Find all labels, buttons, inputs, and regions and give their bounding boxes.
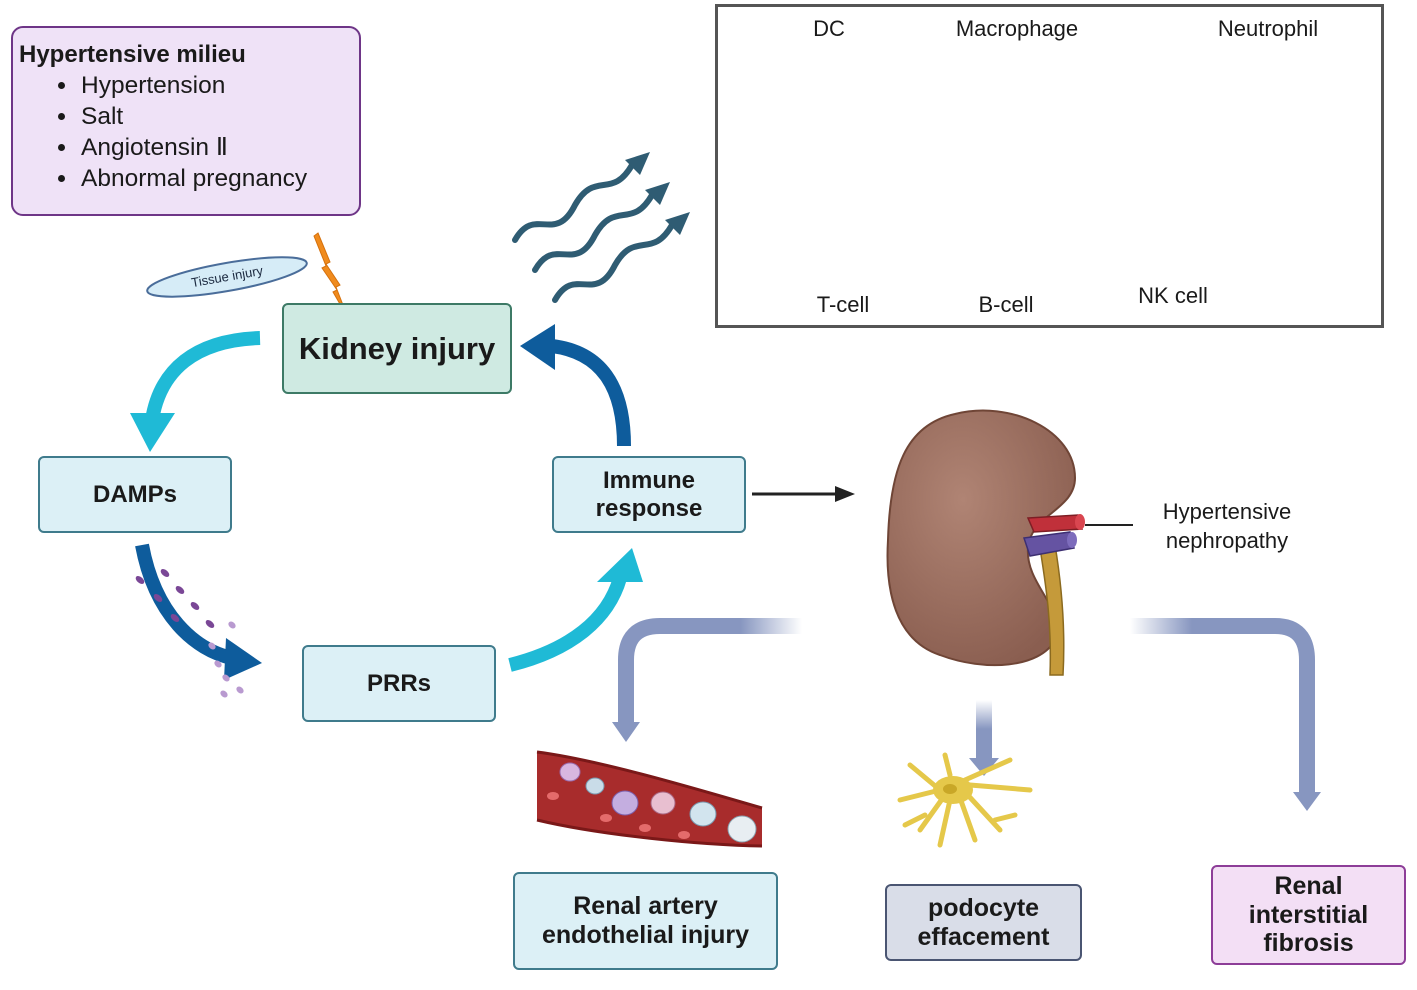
podocyte-line-1: podocyte [927, 893, 1040, 922]
blood-vessel-icon [536, 750, 763, 848]
interstitial-fibrosis-box: Renal interstitial fibrosis [1211, 865, 1406, 965]
arrow-kidney-to-damps-head [130, 413, 175, 452]
neutrophil-label: Neutrophil [1217, 16, 1319, 41]
arrow-to-podocyte-head [969, 758, 999, 776]
damps-label: DAMPs [92, 480, 177, 508]
immune-response-line-1: Immune [602, 466, 695, 494]
arrow-to-fibrosis-head [1293, 792, 1321, 811]
arrow-to-fibrosis [1130, 618, 1315, 792]
arrow-immune-to-nephropathy-head [835, 486, 855, 502]
fibrosis-line-3: fibrosis [1263, 929, 1354, 958]
cytokine-waves-icon [512, 162, 675, 303]
t-cell-label: T-cell [816, 292, 870, 317]
immune-cells-panel [715, 4, 1384, 328]
fibrosis-line-2: interstitial [1248, 900, 1369, 929]
arrow-kidney-to-damps [145, 331, 261, 422]
b-cell-label: B-cell [978, 292, 1034, 317]
immune-response-line-2: response [595, 494, 703, 522]
arrow-damps-to-prrs [135, 543, 234, 665]
milieu-item: Angiotensin Ⅱ [79, 132, 359, 163]
arrow-to-renal-artery [618, 618, 802, 722]
arrow-prrs-to-immune [508, 575, 627, 672]
prrs-box: PRRs [302, 645, 496, 722]
nephropathy-line-2: nephropathy [1165, 527, 1289, 553]
podocyte-icon [897, 752, 1033, 848]
arrow-to-renal-artery-head [612, 722, 640, 742]
dc-label: DC [813, 16, 845, 41]
damps-box: DAMPs [38, 456, 232, 533]
kidney-injury-label: Kidney injury [298, 330, 496, 366]
fibrosis-line-1: Renal [1274, 871, 1343, 900]
immune-response-box: Immune response [552, 456, 746, 533]
arrow-immune-to-kidney-head [520, 324, 555, 370]
hypertensive-nephropathy-label: Hypertensive nephropathy [1137, 498, 1317, 555]
renal-artery-line-2: endothelial injury [542, 921, 749, 949]
milieu-item: Hypertension [79, 70, 359, 101]
tissue-injury-ellipse [146, 256, 308, 298]
prrs-label: PRRs [366, 669, 432, 697]
renal-artery-line-1: Renal artery [573, 892, 718, 921]
kidney-icon [886, 409, 1133, 676]
milieu-item: Abnormal pregnancy [79, 163, 359, 194]
milieu-list: Hypertension Salt Angiotensin Ⅱ Abnormal… [19, 70, 359, 194]
nk-cell-label: NK cell [1138, 283, 1208, 308]
kidney-injury-box: Kidney injury [282, 303, 512, 394]
nephropathy-line-1: Hypertensive [1162, 499, 1292, 524]
podocyte-effacement-box: podocyte effacement [885, 884, 1082, 961]
podocyte-line-2: effacement [917, 922, 1050, 951]
arrow-prrs-to-immune-head [597, 548, 643, 582]
arrow-to-podocyte [976, 700, 992, 758]
damp-particles [135, 569, 244, 698]
arrow-damps-to-prrs-head [224, 638, 262, 680]
hypertensive-milieu-box: Hypertensive milieu Hypertension Salt An… [11, 26, 361, 216]
milieu-title: Hypertensive milieu [19, 41, 246, 68]
arrow-immune-to-kidney [550, 339, 631, 447]
cytokine-arrowheads [625, 152, 690, 235]
renal-artery-injury-box: Renal artery endothelial injury [513, 872, 778, 970]
macrophage-label: Macrophage [955, 16, 1079, 41]
milieu-item: Salt [79, 101, 359, 132]
